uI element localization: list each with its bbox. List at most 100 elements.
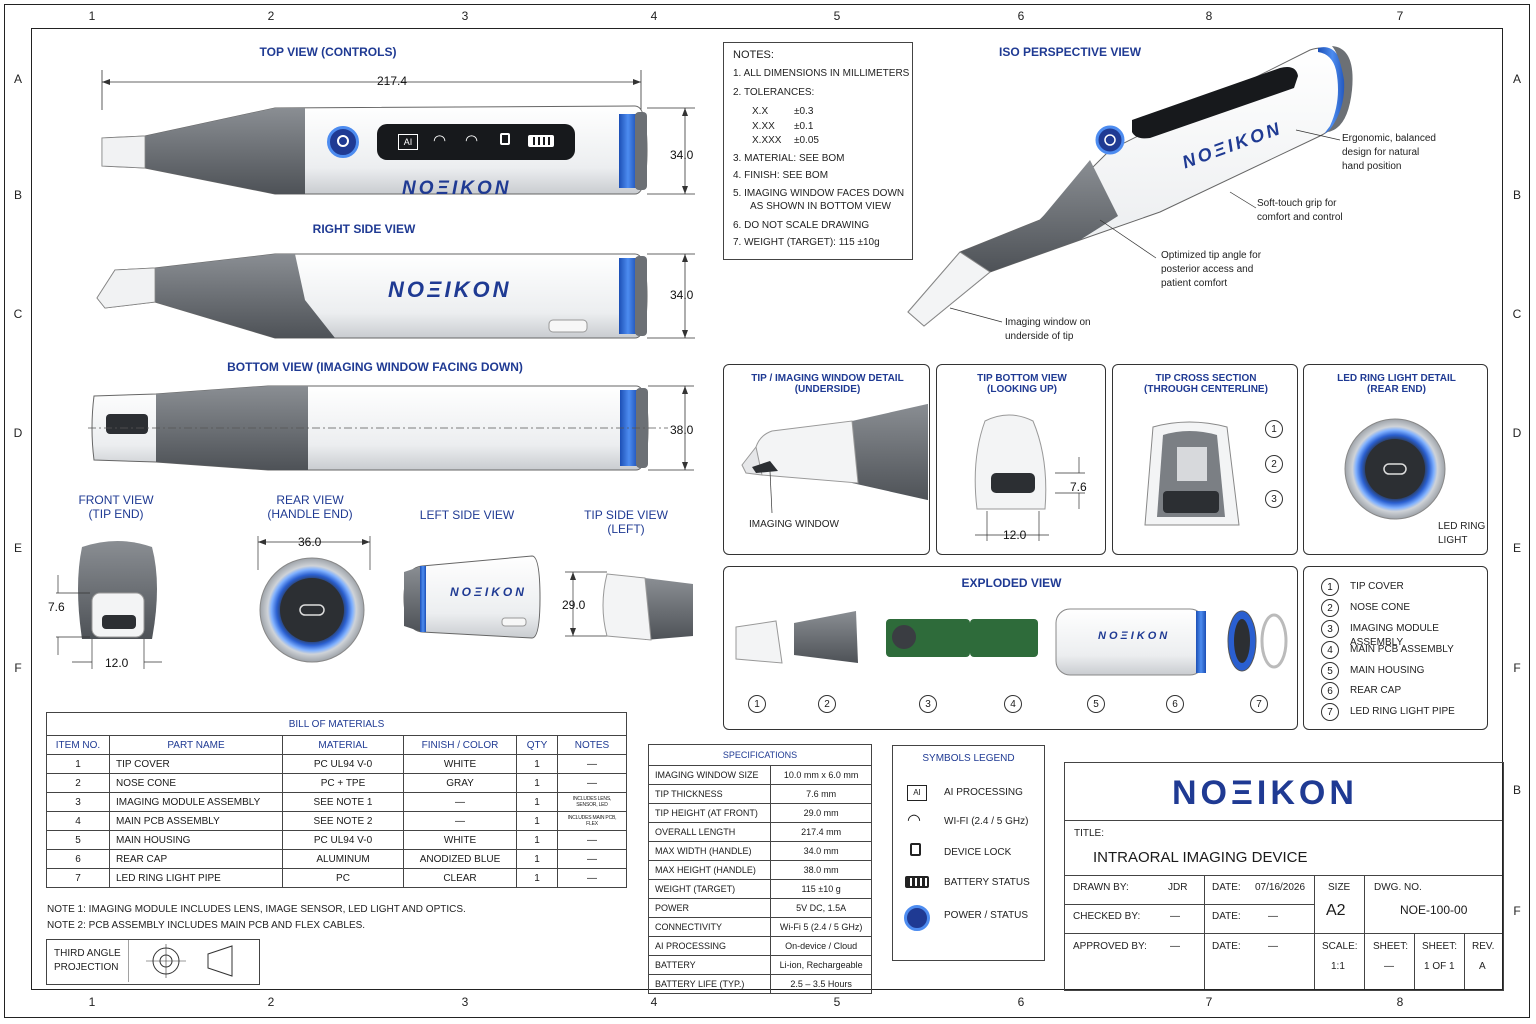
- zone-top-2: 2: [267, 9, 275, 23]
- zone-bottom-5: 5: [833, 995, 841, 1009]
- checked-by-label: CHECKED BY:: [1073, 911, 1141, 922]
- table-row: MAX WIDTH (HANDLE)34.0 mm: [647, 841, 872, 861]
- imaging-window-label: IMAGING WINDOW: [749, 519, 839, 530]
- bom-note-2: NOTE 2: PCB ASSEMBLY INCLUDES MAIN PCB A…: [47, 920, 366, 931]
- bom-cell: INCLUDES LENS, SENSOR, LED: [557, 792, 627, 812]
- bottom-view-drawing: [88, 385, 694, 471]
- note-5-line2: AS SHOWN IN BOTTOM VIEW: [750, 201, 891, 212]
- callout-imaging-window: Imaging window on underside of tip: [1005, 316, 1091, 344]
- tip-side-view-title-line2: (LEFT): [607, 522, 645, 536]
- dim-bottom-height: 38.0: [670, 423, 694, 437]
- bom-table: BILL OF MATERIALS ITEM NO. PART NAME MAT…: [46, 712, 627, 888]
- callout-number: 2: [818, 695, 836, 713]
- symbol-label: DEVICE LOCK: [944, 847, 1012, 858]
- bom-cell: PC UL94 V-0: [282, 830, 404, 850]
- zone-left-c: C: [13, 307, 23, 321]
- brand-logo: NOΞIKON: [402, 178, 512, 199]
- legend-number: 1: [1321, 578, 1339, 596]
- tip-detail-title: TIP / IMAGING WINDOW DETAIL (UNDERSIDE): [724, 373, 931, 395]
- iso-view-title: ISO PERSPECTIVE VIEW: [998, 45, 1142, 59]
- top-view-title: TOP VIEW (CONTROLS): [259, 45, 397, 59]
- tip-bottom-drawing: [974, 414, 1085, 541]
- parts-legend-panel: 1 TIP COVER 2 NOSE CONE 3 IMAGING MODULE…: [1303, 566, 1488, 730]
- tolerance-key: X.XX: [752, 121, 775, 132]
- title-block-logo: NOΞIKON: [1172, 774, 1358, 812]
- legend-number: 2: [1321, 599, 1339, 617]
- exploded-view-panel: EXPLODED VIEW NOΞIKON 1 2 3 4 5 6 7: [723, 566, 1298, 730]
- dim-front-height: 7.6: [48, 600, 65, 614]
- led-detail-title: LED RING LIGHT DETAIL (REAR END): [1304, 373, 1489, 395]
- zone-bottom-8: 8: [1396, 995, 1404, 1009]
- spec-label: OVERALL LENGTH: [647, 822, 772, 842]
- bom-cell: —: [557, 868, 627, 888]
- dim-tip-bottom-width: 12.0: [1003, 528, 1027, 542]
- callout-grip: Soft-touch grip for comfort and control: [1257, 197, 1343, 225]
- callout-ergonomic: Ergonomic, balanced design for natural h…: [1342, 132, 1436, 174]
- legend-label: MAIN PCB ASSEMBLY: [1350, 644, 1454, 655]
- spec-value: Li-ion, Rechargeable: [770, 955, 872, 975]
- size-value: A2: [1326, 902, 1346, 919]
- note-4: 4. FINISH: SEE BOM: [733, 170, 829, 181]
- callout-number: 1: [748, 695, 766, 713]
- spec-label: TIP HEIGHT (AT FRONT): [647, 803, 772, 823]
- rear-view-title: REAR VIEW (HANDLE END): [250, 493, 370, 521]
- bill-of-materials: BILL OF MATERIALS ITEM NO. PART NAME MAT…: [46, 712, 627, 888]
- spec-value: Wi-Fi 5 (2.4 / 5 GHz): [770, 917, 872, 937]
- bom-header: NOTES: [557, 735, 627, 755]
- spec-value: 29.0 mm: [770, 803, 872, 823]
- symbols-legend: SYMBOLS LEGEND AI AI PROCESSING ◠ WI-FI …: [892, 745, 1045, 961]
- divider: [1364, 875, 1365, 933]
- lock-icon: [500, 133, 510, 145]
- front-view-drawing: [56, 541, 162, 669]
- zone-top-3: 3: [461, 9, 469, 23]
- bom-cell: SEE NOTE 2: [282, 811, 404, 831]
- divider: [1064, 904, 1314, 905]
- bom-cell: PC: [282, 868, 404, 888]
- legend-label: LED RING LIGHT PIPE: [1350, 706, 1455, 717]
- legend-label: TIP COVER: [1350, 581, 1404, 592]
- zone-top-6: 6: [1017, 9, 1025, 23]
- divider: [1064, 820, 1502, 821]
- drawn-by-label: DRAWN BY:: [1073, 882, 1129, 893]
- front-view-title-line1: FRONT VIEW: [78, 493, 154, 507]
- bom-cell: 1: [516, 849, 558, 869]
- zone-left-b: B: [13, 188, 22, 202]
- dim-top-height: 34.0: [670, 148, 694, 162]
- zone-top-5: 5: [833, 9, 841, 23]
- bom-note-1: NOTE 1: IMAGING MODULE INCLUDES LENS, IM…: [47, 904, 466, 915]
- bom-cell: SEE NOTE 1: [282, 792, 404, 812]
- title-line: (THROUGH CENTERLINE): [1144, 384, 1268, 395]
- symbol-label: POWER / STATUS: [944, 910, 1029, 921]
- size-label: SIZE: [1328, 882, 1351, 893]
- note-1: 1. ALL DIMENSIONS IN MILLIMETERS: [733, 68, 910, 79]
- tip-cross-title: TIP CROSS SECTION (THROUGH CENTERLINE): [1113, 373, 1299, 395]
- exploded-view-title: EXPLODED VIEW: [961, 576, 1062, 590]
- zone-top-7: 8: [1205, 9, 1213, 23]
- tip-side-view-title: TIP SIDE VIEW (LEFT): [566, 508, 686, 536]
- bom-cell: —: [557, 754, 627, 774]
- front-view-title-line2: (TIP END): [88, 507, 144, 521]
- spec-value: 217.4 mm: [770, 822, 872, 842]
- table-row: MAX HEIGHT (HANDLE)38.0 mm: [647, 860, 872, 880]
- date-value: —: [1268, 911, 1278, 922]
- bom-cell: 1: [516, 868, 558, 888]
- table-row: 7 LED RING LIGHT PIPE PC CLEAR 1 —: [46, 868, 627, 888]
- divider: [1364, 933, 1365, 989]
- bom-cell: —: [403, 811, 517, 831]
- dim-front-width: 12.0: [105, 656, 129, 670]
- symbol-label: AI PROCESSING: [944, 787, 1023, 798]
- bom-cell: 6: [46, 849, 110, 869]
- power-icon: [904, 905, 930, 931]
- bom-header: PART NAME: [109, 735, 283, 755]
- bom-cell: 7: [46, 868, 110, 888]
- zone-bottom-6: 6: [1017, 995, 1025, 1009]
- callout-line: Soft-touch grip for: [1257, 198, 1337, 209]
- callout-number: 3: [1265, 490, 1283, 508]
- bom-cell: MAIN HOUSING: [109, 830, 283, 850]
- lock-icon: [910, 843, 921, 856]
- table-row: 3 IMAGING MODULE ASSEMBLY SEE NOTE 1 — 1…: [46, 792, 627, 812]
